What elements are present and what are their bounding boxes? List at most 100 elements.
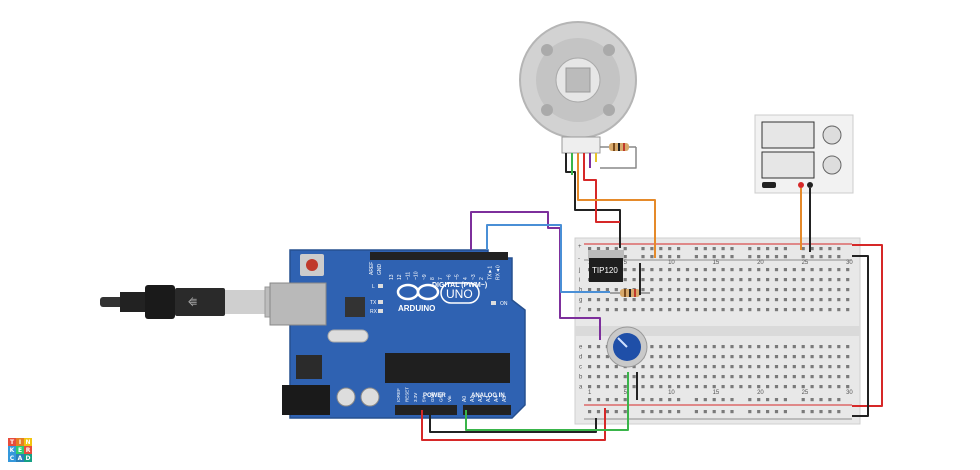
breadboard-hole[interactable]	[721, 385, 725, 389]
breadboard-hole[interactable]	[748, 355, 752, 359]
breadboard-hole[interactable]	[659, 278, 663, 282]
breadboard-hole[interactable]	[810, 410, 814, 414]
breadboard-hole[interactable]	[712, 355, 716, 359]
breadboard-hole[interactable]	[783, 410, 787, 414]
breadboard-hole[interactable]	[846, 355, 850, 359]
breadboard-hole[interactable]	[837, 345, 841, 349]
breadboard-hole[interactable]	[819, 355, 823, 359]
breadboard-hole[interactable]	[837, 365, 841, 369]
breadboard-hole[interactable]	[596, 375, 601, 379]
breadboard-hole[interactable]	[685, 308, 690, 312]
breadboard-hole[interactable]	[810, 247, 814, 251]
breadboard-hole[interactable]	[694, 345, 698, 349]
wire-rail-black[interactable]	[852, 255, 869, 417]
breadboard-hole[interactable]	[801, 345, 805, 349]
breadboard-hole[interactable]	[596, 410, 601, 414]
breadboard-hole[interactable]	[659, 247, 663, 251]
breadboard-hole[interactable]	[774, 288, 779, 292]
breadboard-hole[interactable]	[748, 278, 752, 282]
breadboard-hole[interactable]	[774, 255, 779, 259]
breadboard-hole[interactable]	[721, 247, 725, 251]
breadboard-hole[interactable]	[801, 398, 805, 402]
breadboard-hole[interactable]	[748, 398, 752, 402]
breadboard-hole[interactable]	[650, 365, 654, 369]
breadboard-hole[interactable]	[694, 298, 698, 302]
breadboard-hole[interactable]	[677, 385, 681, 389]
breadboard-hole[interactable]	[828, 278, 832, 282]
breadboard-hole[interactable]	[774, 308, 779, 312]
breadboard-hole[interactable]	[846, 288, 850, 292]
breadboard-hole[interactable]	[846, 268, 850, 272]
breadboard-hole[interactable]	[846, 385, 850, 389]
breadboard-hole[interactable]	[819, 247, 823, 251]
breadboard-hole[interactable]	[757, 398, 761, 402]
breadboard-hole[interactable]	[730, 345, 734, 349]
breadboard-hole[interactable]	[828, 255, 832, 259]
breadboard-hole[interactable]	[757, 345, 761, 349]
breadboard-hole[interactable]	[668, 345, 672, 349]
breadboard-hole[interactable]	[837, 308, 841, 312]
breadboard-hole[interactable]	[828, 365, 832, 369]
breadboard-hole[interactable]	[623, 298, 627, 302]
breadboard-hole[interactable]	[712, 410, 716, 414]
breadboard-hole[interactable]	[792, 268, 796, 272]
breadboard-hole[interactable]	[650, 247, 654, 251]
breadboard-hole[interactable]	[819, 308, 823, 312]
breadboard-hole[interactable]	[721, 278, 725, 282]
breadboard-hole[interactable]	[712, 365, 716, 369]
breadboard-hole[interactable]	[783, 375, 787, 379]
breadboard-hole[interactable]	[739, 365, 743, 369]
breadboard-hole[interactable]	[739, 268, 743, 272]
breadboard-hole[interactable]	[712, 255, 716, 259]
breadboard-hole[interactable]	[677, 255, 681, 259]
breadboard-hole[interactable]	[766, 268, 770, 272]
breadboard-hole[interactable]	[605, 288, 609, 292]
breadboard-hole[interactable]	[605, 410, 609, 414]
breadboard-hole[interactable]	[748, 365, 752, 369]
breadboard-hole[interactable]	[801, 385, 805, 389]
breadboard-hole[interactable]	[650, 355, 654, 359]
breadboard-hole[interactable]	[668, 298, 672, 302]
breadboard-hole[interactable]	[774, 385, 779, 389]
breadboard-hole[interactable]	[641, 278, 645, 282]
breadboard-hole[interactable]	[588, 355, 592, 359]
breadboard-hole[interactable]	[614, 247, 618, 251]
breadboard-hole[interactable]	[659, 375, 663, 379]
breadboard-hole[interactable]	[677, 247, 681, 251]
supply-knob-current[interactable]	[822, 155, 842, 175]
breadboard-hole[interactable]	[810, 278, 814, 282]
breadboard-hole[interactable]	[774, 268, 779, 272]
breadboard-hole[interactable]	[694, 355, 698, 359]
breadboard-hole[interactable]	[801, 288, 805, 292]
breadboard-hole[interactable]	[810, 398, 814, 402]
wires[interactable]	[421, 147, 883, 441]
breadboard-hole[interactable]	[783, 308, 787, 312]
breadboard-hole[interactable]	[819, 268, 823, 272]
breadboard-hole[interactable]	[757, 375, 761, 379]
breadboard-hole[interactable]	[801, 298, 805, 302]
breadboard-hole[interactable]	[730, 255, 734, 259]
breadboard-hole[interactable]	[632, 365, 636, 369]
breadboard-hole[interactable]	[730, 288, 734, 292]
breadboard-hole[interactable]	[792, 308, 796, 312]
supply-terminal-negative[interactable]	[807, 182, 813, 188]
breadboard-hole[interactable]	[828, 288, 832, 292]
breadboard-hole[interactable]	[623, 268, 627, 272]
breadboard-hole[interactable]	[623, 255, 627, 259]
breadboard-hole[interactable]	[739, 298, 743, 302]
breadboard-hole[interactable]	[712, 298, 716, 302]
breadboard-hole[interactable]	[828, 355, 832, 359]
breadboard-hole[interactable]	[614, 288, 618, 292]
breadboard-hole[interactable]	[694, 365, 698, 369]
breadboard-hole[interactable]	[694, 398, 698, 402]
breadboard-hole[interactable]	[588, 398, 592, 402]
breadboard-hole[interactable]	[739, 345, 743, 349]
breadboard-hole[interactable]	[685, 355, 690, 359]
breadboard-hole[interactable]	[712, 247, 716, 251]
breadboard-hole[interactable]	[748, 247, 752, 251]
breadboard-hole[interactable]	[641, 288, 645, 292]
breadboard-hole[interactable]	[623, 385, 627, 389]
breadboard-hole[interactable]	[828, 308, 832, 312]
breadboard-hole[interactable]	[659, 255, 663, 259]
breadboard-hole[interactable]	[712, 308, 716, 312]
